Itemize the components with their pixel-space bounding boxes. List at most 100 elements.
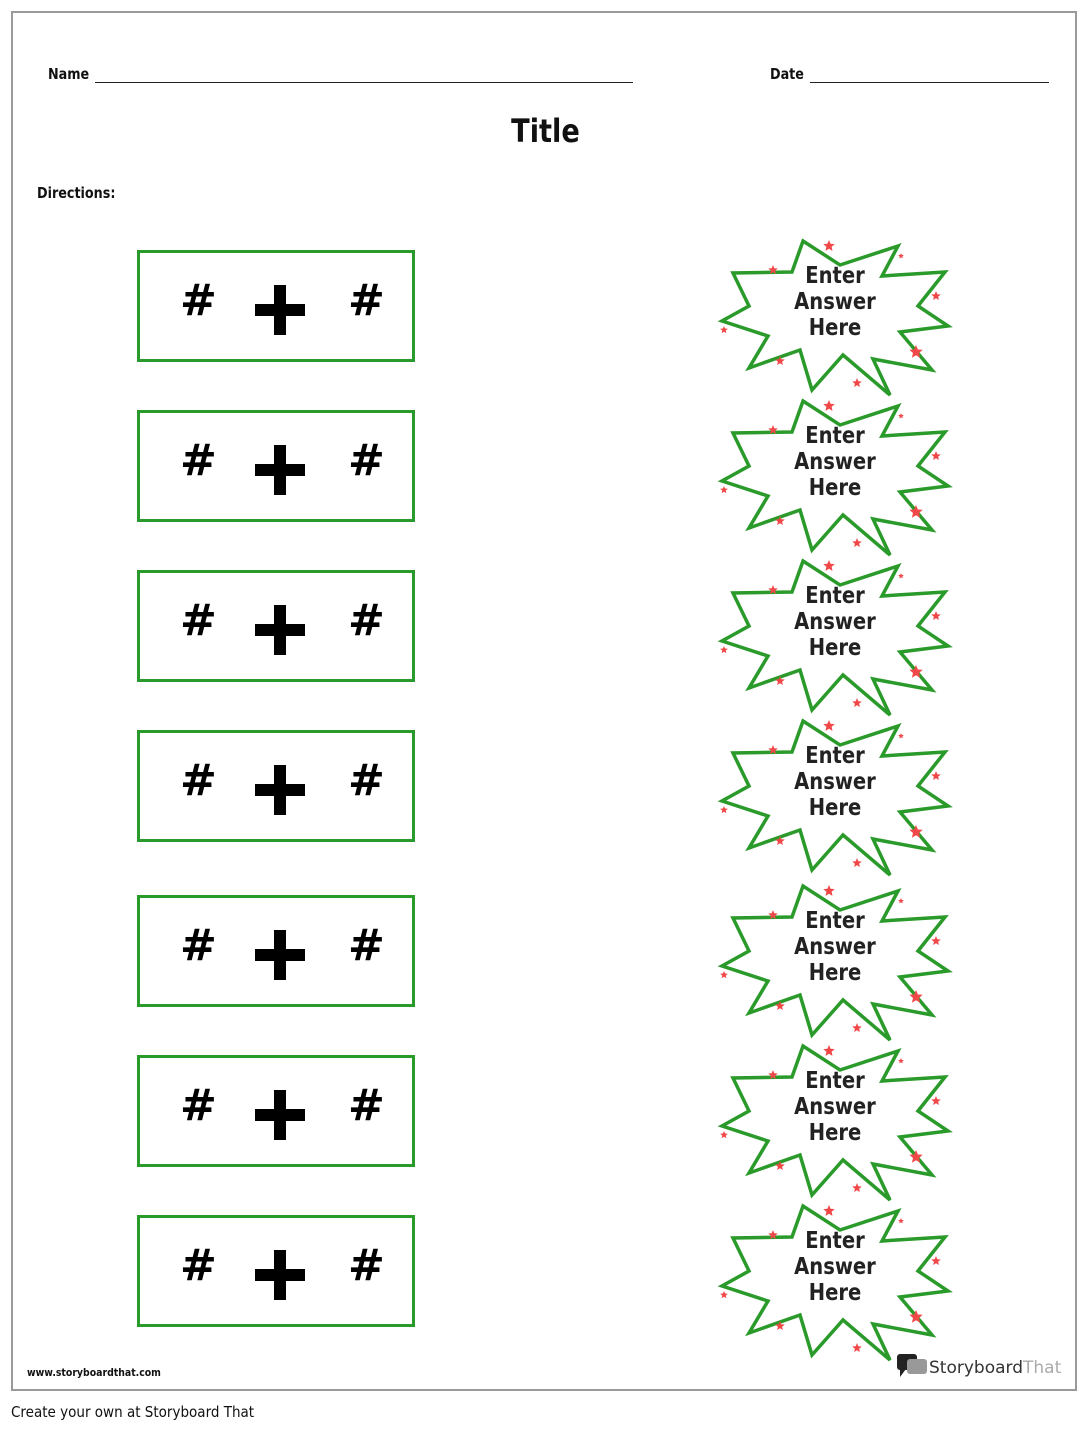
first-number: # (180, 275, 217, 326)
star-icon (775, 356, 785, 365)
first-number: # (180, 920, 217, 971)
name-field[interactable] (95, 82, 633, 83)
starburst-icon (717, 1203, 953, 1362)
second-number: # (348, 920, 385, 971)
first-number: # (180, 435, 217, 486)
star-icon (909, 825, 923, 838)
star-icon (898, 1218, 904, 1224)
star-icon (909, 345, 923, 358)
star-icon (720, 646, 728, 654)
star-icon (823, 240, 835, 251)
star-icon (852, 538, 862, 547)
problem-box: # # (137, 570, 415, 682)
star-icon (768, 585, 778, 594)
star-icon (768, 425, 778, 434)
plus-icon (255, 930, 305, 980)
star-icon (768, 1230, 778, 1239)
date-field[interactable] (810, 82, 1049, 83)
star-icon (931, 771, 941, 780)
problem-box: # # (137, 410, 415, 522)
answer-text[interactable]: Enter Answer Here (794, 908, 876, 986)
answer-starburst[interactable]: Enter Answer Here (700, 553, 960, 723)
starburst-icon (717, 398, 953, 557)
first-number: # (180, 1240, 217, 1291)
star-icon (898, 253, 904, 259)
brand-name-first: Storyboard (929, 1358, 1023, 1378)
star-icon (720, 1291, 728, 1299)
second-number: # (348, 435, 385, 486)
star-icon (852, 378, 862, 387)
answer-starburst[interactable]: Enter Answer Here (700, 878, 960, 1048)
star-icon (823, 1205, 835, 1216)
worksheet (11, 11, 1077, 1391)
problem-box: # # (137, 1215, 415, 1327)
answer-text[interactable]: Enter Answer Here (794, 1068, 876, 1146)
star-icon (852, 1183, 862, 1192)
star-icon (768, 265, 778, 274)
star-icon (852, 698, 862, 707)
answer-starburst[interactable]: Enter Answer Here (700, 1038, 960, 1208)
footer-url: www.storyboardthat.com (27, 1366, 161, 1379)
plus-icon (255, 605, 305, 655)
starburst-icon (717, 883, 953, 1042)
star-icon (898, 413, 904, 419)
answer-starburst[interactable]: Enter Answer Here (700, 393, 960, 563)
answer-starburst[interactable]: Enter Answer Here (700, 1198, 960, 1368)
first-number: # (180, 755, 217, 806)
plus-icon (255, 1250, 305, 1300)
star-icon (823, 560, 835, 571)
plus-icon (255, 285, 305, 335)
directions-label: Directions: (37, 184, 116, 202)
answer-text[interactable]: Enter Answer Here (794, 743, 876, 821)
problem-box: # # (137, 730, 415, 842)
answer-text[interactable]: Enter Answer Here (794, 1228, 876, 1306)
star-icon (931, 1096, 941, 1105)
star-icon (720, 1131, 728, 1139)
star-icon (909, 665, 923, 678)
star-icon (898, 573, 904, 579)
create-link[interactable]: Create your own at Storyboard That (11, 1403, 255, 1421)
star-icon (931, 936, 941, 945)
star-icon (823, 885, 835, 896)
star-icon (823, 400, 835, 411)
star-icon (852, 1023, 862, 1032)
star-icon (823, 1045, 835, 1056)
starburst-icon (717, 718, 953, 877)
storyboardthat-logo: StoryboardThat (897, 1354, 1061, 1378)
star-icon (909, 1310, 923, 1323)
star-icon (931, 451, 941, 460)
second-number: # (348, 595, 385, 646)
star-icon (852, 858, 862, 867)
star-icon (775, 836, 785, 845)
answer-starburst[interactable]: Enter Answer Here (700, 233, 960, 403)
star-icon (768, 1070, 778, 1079)
star-icon (909, 990, 923, 1003)
first-number: # (180, 1080, 217, 1131)
star-icon (720, 971, 728, 979)
second-number: # (348, 1080, 385, 1131)
star-icon (775, 1001, 785, 1010)
plus-icon (255, 765, 305, 815)
starburst-icon (717, 1043, 953, 1202)
answer-text[interactable]: Enter Answer Here (794, 583, 876, 661)
star-icon (823, 720, 835, 731)
problem-box: # # (137, 250, 415, 362)
star-icon (909, 1150, 923, 1163)
answer-starburst[interactable]: Enter Answer Here (700, 713, 960, 883)
star-icon (931, 1256, 941, 1265)
page-title: Title (511, 112, 580, 150)
first-number: # (180, 595, 217, 646)
starburst-icon (717, 558, 953, 717)
star-icon (720, 806, 728, 814)
star-icon (898, 898, 904, 904)
star-icon (931, 291, 941, 300)
star-icon (852, 1343, 862, 1352)
second-number: # (348, 1240, 385, 1291)
second-number: # (348, 275, 385, 326)
answer-text[interactable]: Enter Answer Here (794, 423, 876, 501)
star-icon (775, 1161, 785, 1170)
answer-text[interactable]: Enter Answer Here (794, 263, 876, 341)
problem-box: # # (137, 895, 415, 1007)
speech-bubble-icon (897, 1354, 927, 1377)
problem-box: # # (137, 1055, 415, 1167)
